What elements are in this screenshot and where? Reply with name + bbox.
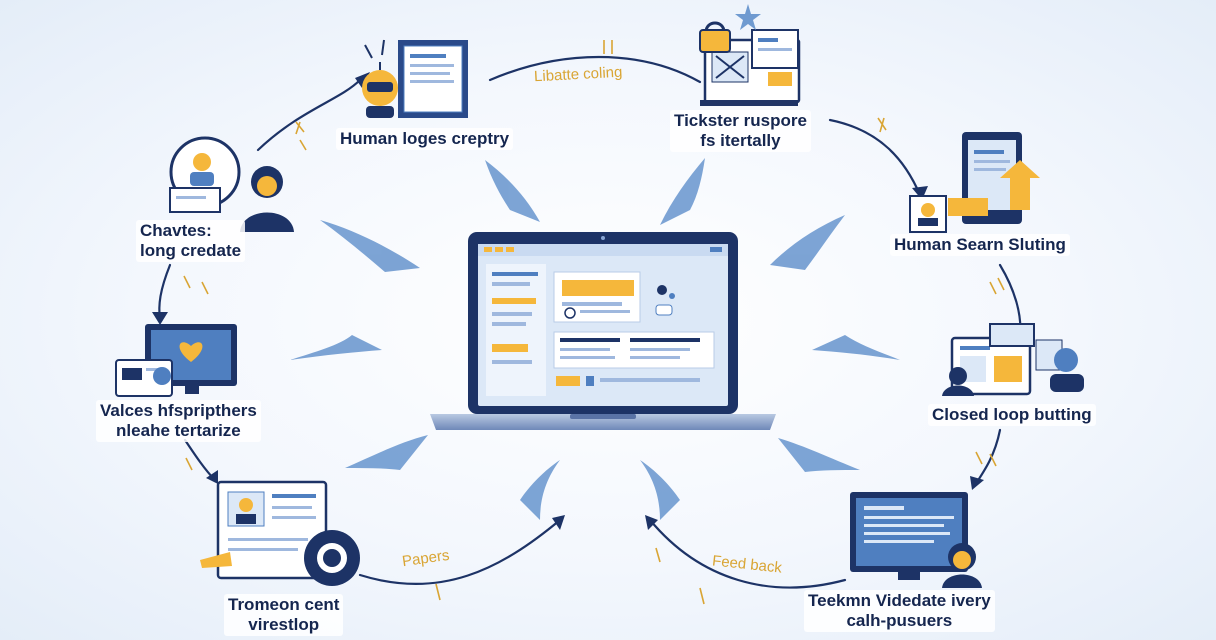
support-agent-icon — [190, 153, 214, 186]
arc-left-upper — [158, 263, 172, 322]
node-label-line: long credate — [140, 241, 242, 260]
arrowhead — [206, 470, 218, 484]
robot-icon — [362, 62, 398, 118]
arc-top-right — [828, 118, 922, 197]
arrowhead — [552, 515, 565, 530]
arrow-from-right-upper — [770, 215, 845, 270]
top-right-illustration — [699, 4, 801, 106]
arc-bottom-left — [358, 518, 562, 586]
person-icon — [942, 367, 974, 396]
right-middle-illustration — [942, 323, 1084, 396]
arrow-from-bottom-left — [345, 435, 428, 470]
arrow-from-bottom-center-left — [520, 460, 560, 520]
arrowheads — [152, 72, 984, 530]
node-label-right-upper: Human Searn Sluting — [890, 234, 1070, 256]
node-label-left-middle: Valces hfspripthers nleahe tertarize — [96, 400, 261, 442]
node-label-bottom-right: Teekmn Videdate ivery calh-pusuers — [804, 590, 995, 632]
node-label-line: Tickster ruspore — [674, 111, 807, 130]
arc-top-left — [256, 78, 362, 152]
node-label-line: virestlop — [248, 615, 320, 634]
star-icon — [735, 4, 761, 30]
node-label-bottom-left: Tromeon cent virestlop — [224, 594, 344, 636]
bottom-left-illustration — [200, 480, 360, 586]
lifebuoy-icon — [304, 530, 360, 586]
connector-arcs — [158, 55, 1022, 589]
node-label-line: Valces hfspripthers — [100, 401, 257, 420]
central-laptop — [430, 232, 776, 430]
hand-icon — [200, 552, 232, 568]
arrow-from-right-middle — [812, 335, 900, 360]
decorative-sparkles — [183, 40, 1005, 605]
top-left-illustration — [362, 39, 468, 118]
laptop-camera — [601, 236, 605, 240]
arrowhead — [970, 476, 984, 490]
arrow-from-left-upper — [320, 220, 420, 272]
node-label-line: nleahe tertarize — [116, 421, 241, 440]
left-upper-illustration — [169, 136, 294, 232]
bottom-right-illustration — [850, 492, 982, 588]
node-label-line: Closed loop butting — [932, 405, 1092, 424]
arrow-from-bottom-center-right — [640, 460, 680, 520]
laptop-base — [430, 414, 776, 430]
node-label-line: Human Searn Sluting — [894, 235, 1066, 254]
person-icon — [942, 543, 982, 588]
node-label-line: Human loges creptry — [340, 129, 510, 148]
user-group-icon — [1050, 348, 1084, 392]
growth-arrow-icon — [1000, 160, 1040, 210]
node-label-line: Chavtes: — [140, 221, 212, 240]
node-label-left-upper: Chavtes: long credate — [136, 220, 246, 262]
node-label-line: fs itertally — [700, 131, 781, 150]
arrowhead — [152, 312, 168, 325]
arrow-from-top-right — [660, 158, 705, 225]
screen-card — [553, 271, 641, 323]
arrow-from-top-left — [485, 160, 540, 222]
node-label-line: Teekmn Videdate ivery — [808, 591, 991, 610]
person-icon — [240, 166, 294, 232]
arrowhead — [645, 515, 658, 530]
node-label-top-right: Tickster ruspore fs itertally — [670, 110, 811, 152]
node-label-top-left: Human loges creptry — [336, 128, 514, 150]
arrow-from-bottom-right — [778, 438, 860, 472]
right-upper-illustration — [909, 132, 1040, 233]
inbound-arrows — [290, 158, 900, 520]
left-middle-illustration — [115, 324, 237, 397]
arc-left-lower — [183, 438, 217, 482]
heart-icon — [179, 342, 203, 362]
lock-icon — [699, 21, 731, 53]
arrowhead — [912, 186, 928, 200]
arrowhead — [355, 72, 370, 88]
arrow-from-left-middle — [290, 335, 382, 360]
arc-bottom-right — [648, 518, 847, 589]
node-label-right-middle: Closed loop butting — [928, 404, 1096, 426]
node-label-line: Tromeon cent — [228, 595, 340, 614]
node-label-line: calh-pusuers — [846, 611, 953, 630]
arc-top — [488, 55, 702, 84]
screen-toolbar — [478, 244, 728, 256]
